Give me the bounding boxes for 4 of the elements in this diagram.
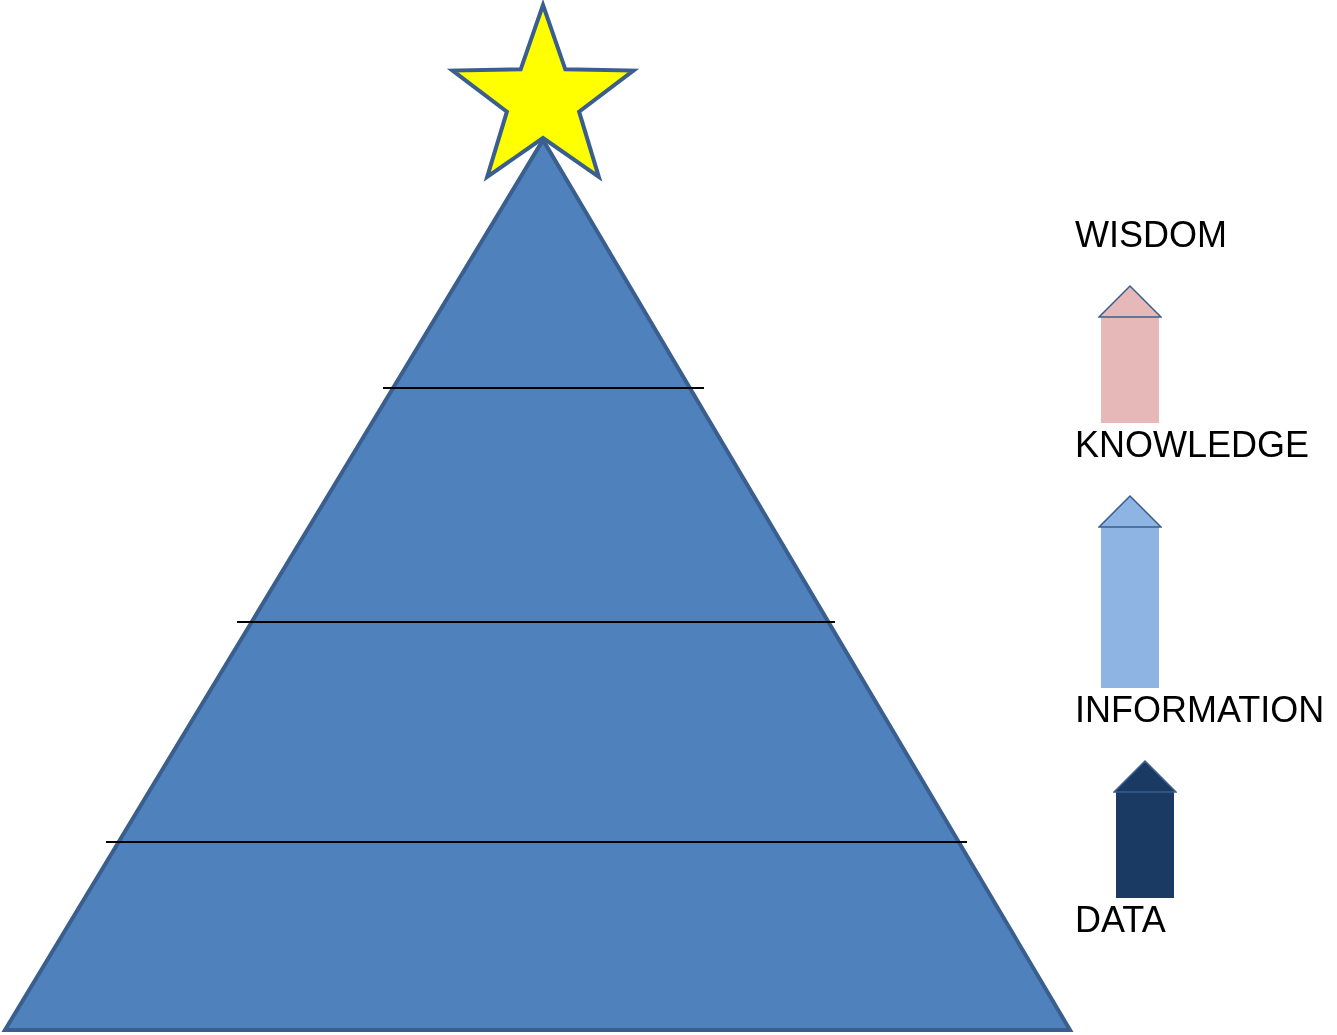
level-label: KNOWLEDGE <box>1075 425 1310 465</box>
level-label: INFORMATION <box>1075 690 1325 730</box>
level-label: DATA <box>1075 900 1166 940</box>
level-label: WISDOM <box>1075 215 1227 255</box>
